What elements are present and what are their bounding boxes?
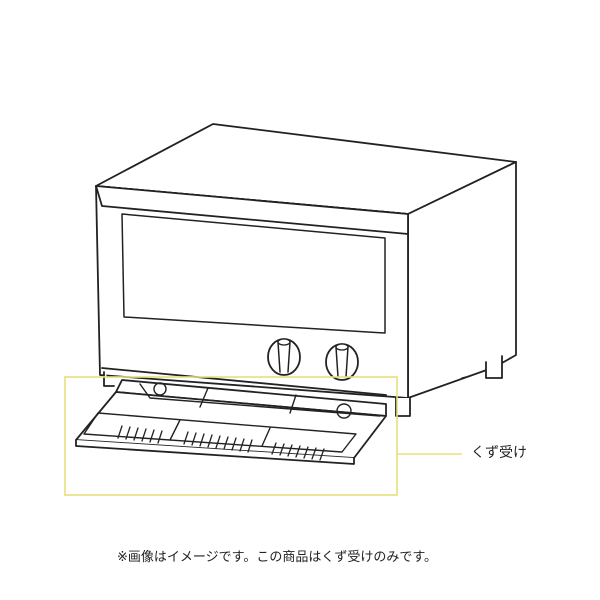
crumb-tray-slots xyxy=(117,425,325,461)
footnote-text: ※画像はイメージです。この商品はくず受けのみです。 xyxy=(117,550,438,565)
oven-foot-right xyxy=(395,397,411,417)
callout-highlight xyxy=(64,376,462,496)
oven-foot-back xyxy=(485,355,503,379)
oven-handle-bar xyxy=(95,185,409,235)
callout-label: くず受け xyxy=(471,445,527,461)
dial-knob-right xyxy=(325,343,359,381)
dial-knob-left xyxy=(267,338,301,376)
oven-door-window xyxy=(121,213,386,334)
callout-highlight-box xyxy=(64,376,398,496)
